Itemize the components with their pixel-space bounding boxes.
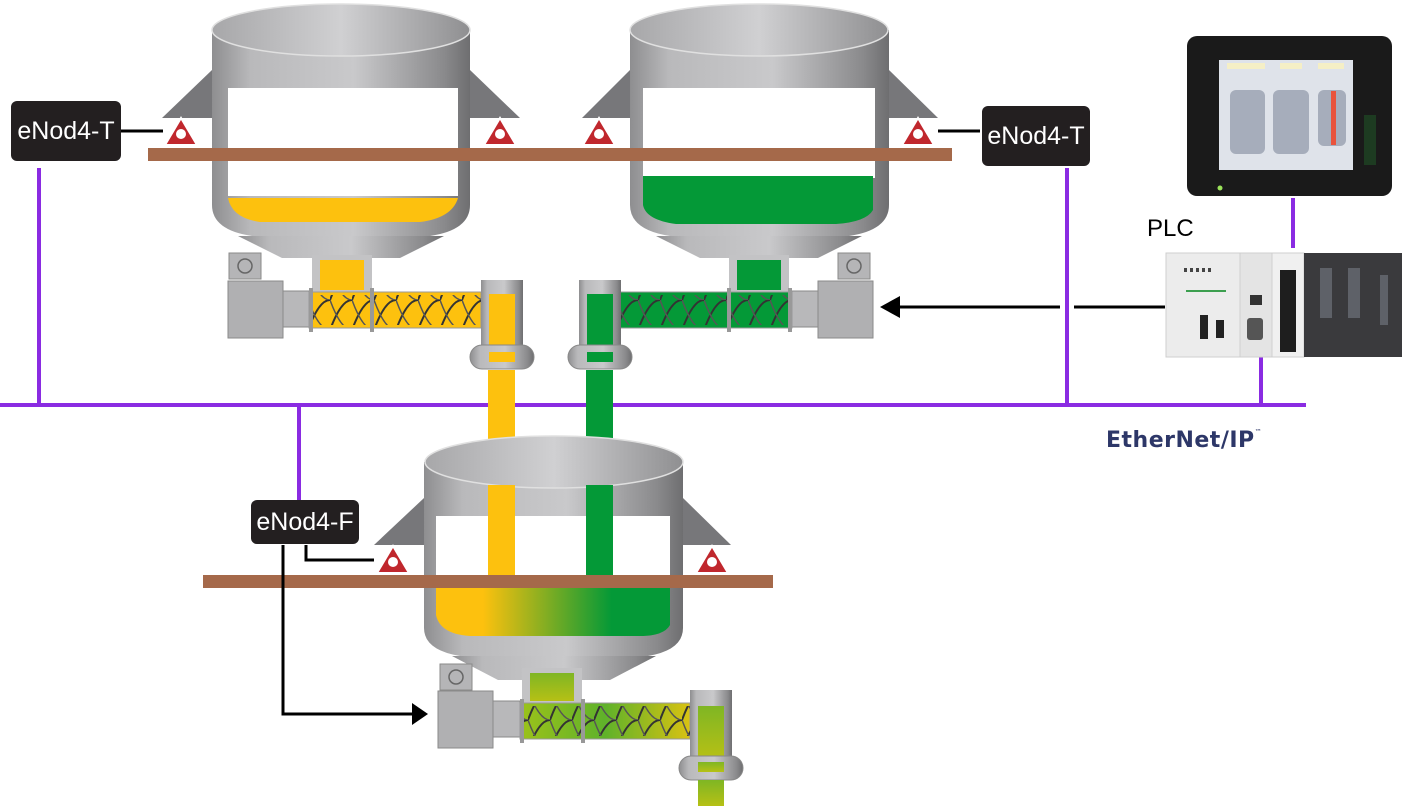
plc-rack	[1165, 252, 1402, 358]
tank-right-window	[643, 88, 875, 178]
feeder-motor	[817, 280, 874, 339]
feeder-motor-terminal	[439, 663, 473, 691]
tank-left-bracket-left	[162, 70, 212, 118]
tank-left-rim	[211, 3, 471, 57]
load-cell-icon	[694, 544, 730, 574]
top-weighing-beam	[148, 148, 952, 161]
feeder-motor-terminal	[837, 252, 871, 280]
tank-left-material	[228, 198, 458, 222]
enod4-f-label: eNod4-F	[251, 500, 359, 544]
tank-mix-bracket-left	[374, 498, 424, 545]
load-cell-icon	[900, 116, 936, 146]
output-pipe	[698, 780, 724, 806]
enod4-t-left-label: eNod4-T	[11, 101, 121, 161]
tank-mix	[374, 435, 731, 680]
trademark-symbol: ™	[1254, 428, 1263, 436]
plc-control-arrow	[880, 296, 1165, 318]
signal-wire-enod-feeder-motor	[281, 545, 412, 716]
tank-left-window	[228, 88, 458, 196]
feeder-motor	[227, 280, 284, 339]
tank-right-bracket-right	[889, 70, 938, 118]
screw-feeder-output	[437, 663, 744, 806]
ethernet-ip-logo: EtherNet/IP™	[1106, 428, 1262, 453]
tank-right-rim	[629, 3, 889, 57]
tank-left	[162, 3, 520, 258]
tank-right-bracket-left	[582, 70, 630, 118]
hmi-silo-graphics	[1227, 63, 1346, 154]
arrow-to-output-feeder-icon	[412, 703, 428, 725]
screw-feeder-right	[567, 252, 874, 370]
feeder-motor	[437, 690, 494, 749]
tank-left-bracket-right	[470, 70, 520, 118]
ethernet-network	[0, 168, 1306, 505]
feeder-control-wires	[281, 545, 412, 716]
tank-mix-bracket-right	[683, 498, 731, 545]
tank-right-cone	[656, 236, 862, 258]
hmi-panel	[1187, 36, 1392, 196]
tank-right	[582, 3, 938, 258]
tank-right-material	[643, 176, 873, 224]
hmi-power-led	[1217, 185, 1223, 191]
enod4-t-right-label: eNod4-T	[982, 106, 1090, 166]
arrow-to-right-feeder-icon	[880, 296, 900, 318]
feeder-motor-terminal	[228, 252, 262, 280]
tank-mix-material	[436, 586, 670, 636]
tank-mix-rim	[424, 435, 684, 489]
bottom-weighing-beam	[203, 575, 773, 588]
tank-mix-window	[436, 516, 670, 578]
load-cell-icon	[581, 116, 617, 146]
load-cell-icon	[375, 544, 411, 574]
ethernet-ip-text: EtherNet/IP	[1106, 428, 1255, 453]
load-cell-icon	[163, 116, 199, 146]
signal-wire-enod-feeder-loadcell	[304, 545, 374, 562]
tank-left-cone	[238, 236, 444, 258]
plc-label: PLC	[1147, 215, 1194, 242]
load-cell-icon	[482, 116, 518, 146]
screw-feeder-left	[227, 252, 535, 370]
